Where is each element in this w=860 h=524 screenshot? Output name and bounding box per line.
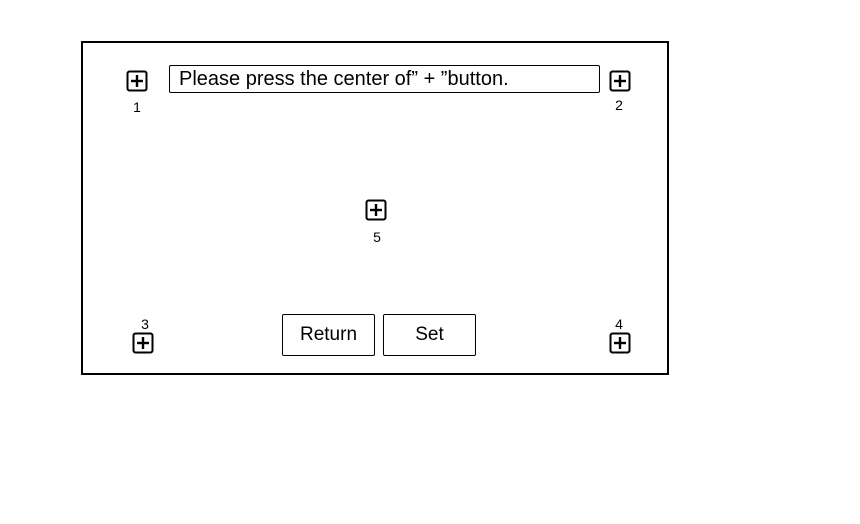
target-number-2: 2 <box>615 97 623 113</box>
target-number-5: 5 <box>373 229 381 245</box>
plus-box-icon <box>126 70 148 92</box>
calibration-target-3[interactable] <box>132 332 154 354</box>
plus-box-icon <box>132 332 154 354</box>
target-number-4: 4 <box>615 316 623 332</box>
target-number-3: 3 <box>141 316 149 332</box>
calibration-target-4[interactable] <box>609 332 631 354</box>
calibration-target-1[interactable] <box>126 70 148 92</box>
instruction-message: Please press the center of” + ”button. <box>169 65 600 93</box>
plus-box-icon <box>365 199 387 221</box>
plus-box-icon <box>609 70 631 92</box>
calibration-target-2[interactable] <box>609 70 631 92</box>
set-button[interactable]: Set <box>383 314 476 356</box>
plus-box-icon <box>609 332 631 354</box>
return-button[interactable]: Return <box>282 314 375 356</box>
calibration-screen: Please press the center of” + ”button. 1… <box>81 41 669 375</box>
target-number-1: 1 <box>133 99 141 115</box>
calibration-target-5[interactable] <box>365 199 387 221</box>
